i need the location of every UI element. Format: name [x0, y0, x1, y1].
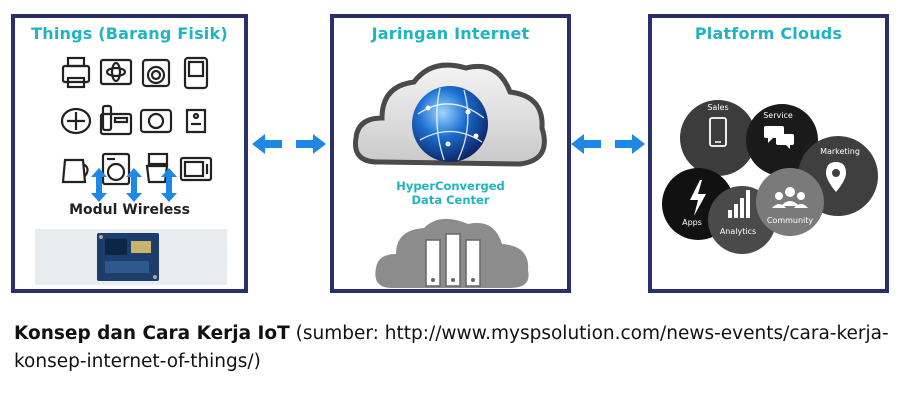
datacenter-label: HyperConverged Data Center [334, 179, 567, 207]
cloud-panel-title: Platform Clouds [694, 24, 843, 43]
vertical-arrows [91, 168, 177, 202]
bidirectional-arrow-icon [571, 134, 645, 154]
bar-graph-icon [728, 190, 750, 218]
cloud-services-diagram: Sales Service Marketing Apps [662, 100, 878, 254]
kettle-icon [61, 158, 89, 184]
caption-title: Konsep dan Cara Kerja IoT [14, 323, 290, 344]
datacenter-label-line2: Data Center [411, 193, 490, 207]
vertical-arrow-icon [91, 168, 107, 202]
analytics-label: Analytics [720, 227, 756, 236]
oven-icon [60, 107, 92, 135]
cloud-platform-panel: Platform Clouds Sales Service Marketing [648, 14, 889, 293]
network-panel-title: Jaringan Internet [371, 24, 530, 43]
sales-label: Sales [707, 103, 728, 112]
washer-icon [141, 58, 171, 88]
smartphone-icon [709, 117, 727, 147]
vertical-arrow-icon [126, 168, 142, 202]
service-bubble: Service [746, 104, 818, 176]
datacenter-label-line1: HyperConverged [396, 179, 505, 193]
service-label: Service [763, 111, 793, 120]
community-label: Community [767, 216, 814, 225]
people-group-icon [772, 187, 808, 208]
chat-bubbles-icon [764, 126, 794, 149]
bidirectional-arrow-icon [252, 134, 326, 154]
caption-source: (sumber: http://www.myspsolution.com/new… [14, 323, 889, 372]
things-panel-title: Things (Barang Fisik) [31, 24, 228, 43]
figure-caption: Konsep dan Cara Kerja IoT (sumber: http:… [14, 320, 894, 376]
washing-machine-icon [101, 152, 131, 186]
things-panel: Things (Barang Fisik) [11, 14, 248, 293]
apps-label: Apps [682, 218, 702, 227]
marketing-label: Marketing [820, 147, 860, 156]
tv-icon [179, 156, 213, 182]
wireless-module-label: Modul Wireless [69, 202, 190, 218]
camera-icon [139, 108, 173, 134]
printer-icon [61, 56, 91, 89]
server-cloud-icon [375, 218, 529, 288]
mixer-icon [145, 152, 169, 184]
location-pin-icon [826, 162, 846, 192]
phone-icon [99, 104, 133, 136]
microwave-atom-icon [99, 58, 133, 86]
vertical-arrow-icon [161, 168, 177, 202]
globe-cloud-icon [352, 62, 547, 167]
lightning-icon [690, 180, 706, 216]
network-panel: Jaringan Internet HyperConverged Data Ce… [330, 14, 571, 293]
device-icons-grid [60, 56, 213, 186]
fridge-icon [183, 56, 209, 90]
wireless-module-image [35, 229, 227, 285]
tag-icon [185, 108, 207, 134]
sales-bubble: Sales [680, 100, 756, 176]
community-bubble: Community [756, 168, 824, 236]
